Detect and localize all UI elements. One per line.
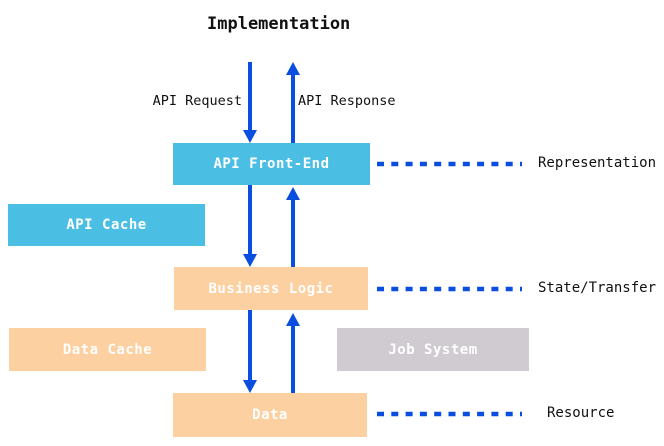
business-logic-box: Business Logic: [174, 267, 368, 310]
data-box: Data: [173, 393, 367, 437]
api-cache-box: API Cache: [8, 204, 205, 246]
api-front-end-box: API Front-End: [173, 143, 370, 185]
response-arrow-up-top: [286, 62, 300, 143]
job-system-label: Job System: [388, 341, 478, 358]
data-cache-box: Data Cache: [9, 328, 206, 371]
representation-label: Representation: [538, 155, 657, 171]
request-arrow-down-top: [243, 62, 257, 143]
request-arrow-down-middle: [243, 185, 257, 267]
api-request-label: API Request: [152, 93, 242, 109]
api-front-end-label: API Front-End: [213, 156, 330, 172]
response-arrow-up-middle: [286, 187, 300, 267]
state-transfer-dashed-line: [377, 286, 522, 292]
api-cache-label: API Cache: [66, 217, 147, 233]
diagram-title: Implementation: [207, 14, 351, 34]
response-arrow-up-bottom: [286, 313, 300, 393]
representation-dashed-line: [377, 161, 522, 167]
state-transfer-label: State/Transfer: [538, 280, 657, 296]
job-system-box: Job System: [337, 328, 529, 371]
resource-dashed-line: [377, 411, 522, 417]
request-arrow-down-bottom: [243, 310, 257, 393]
api-response-label: API Response: [298, 93, 396, 109]
data-cache-label: Data Cache: [62, 341, 153, 358]
data-label: Data: [252, 407, 288, 423]
resource-label: Resource: [547, 405, 615, 421]
business-logic-label: Business Logic: [208, 280, 334, 297]
